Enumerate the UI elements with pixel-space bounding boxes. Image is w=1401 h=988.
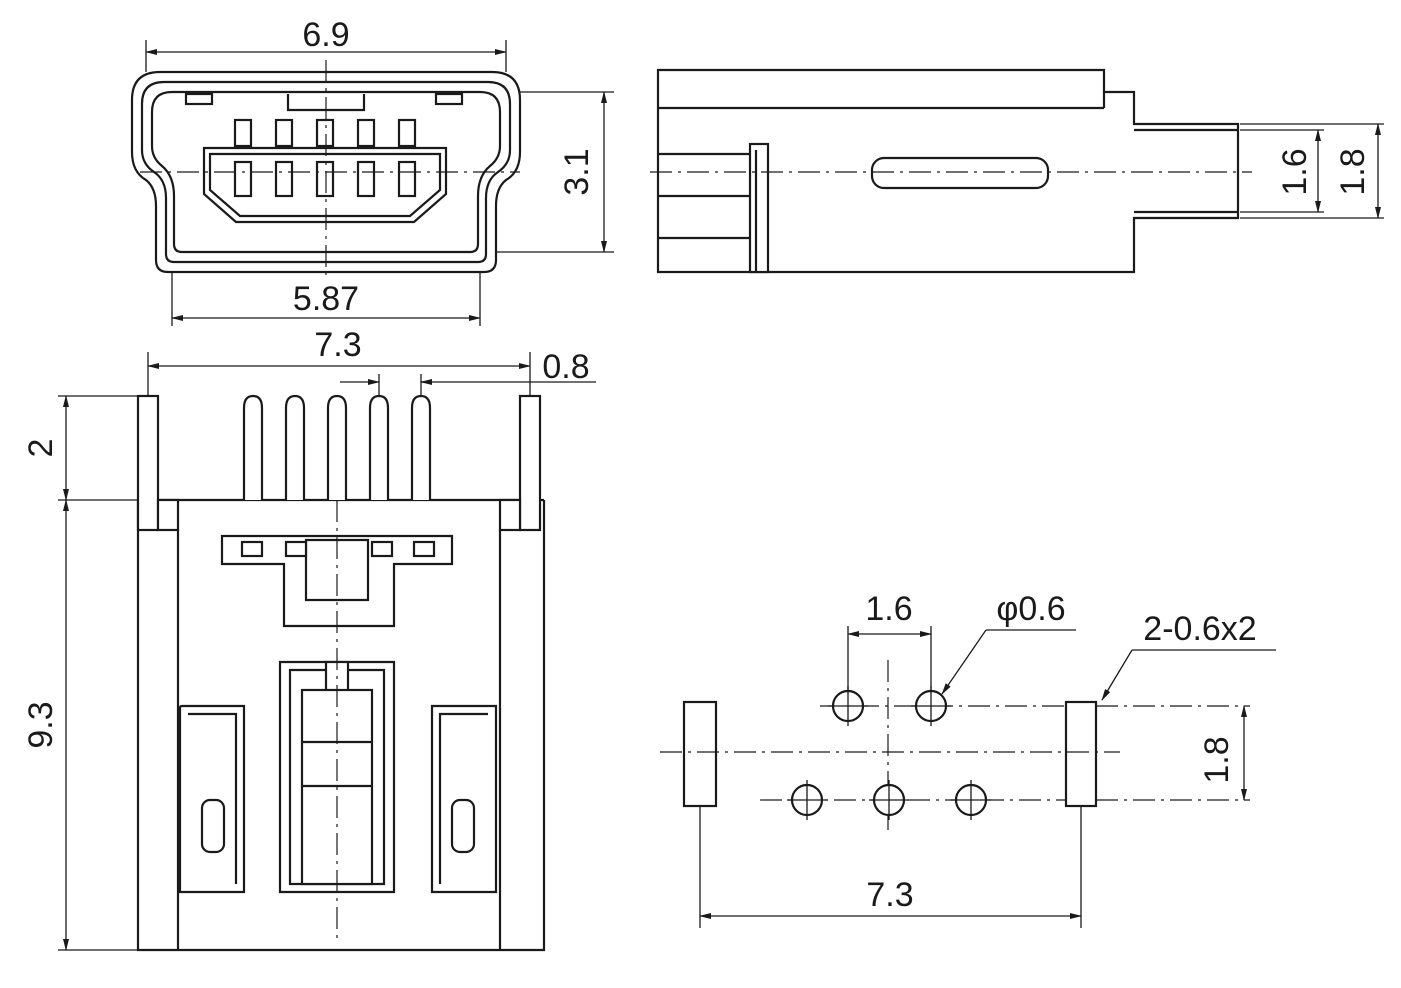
dim-row-spacing: 1.8: [1198, 736, 1236, 783]
top-view: 7.3 0.8 2 9.3: [22, 326, 596, 952]
footprint-view: 1.6 φ0.6 2-0.6x2 1.8 7.3: [660, 590, 1276, 928]
dim-side-tab-height: 1.8: [1334, 148, 1372, 195]
dim-hole-diameter: φ0.6: [996, 590, 1065, 628]
front-view: 6.9 5.87 3.1: [130, 16, 614, 326]
dim-front-height: 3.1: [558, 148, 596, 195]
dim-side-pin-thickness: 1.6: [1276, 148, 1314, 195]
dim-hole-pitch: 1.6: [865, 590, 912, 628]
side-view: 1.6 1.8: [650, 68, 1384, 274]
dim-body-length: 9.3: [22, 701, 60, 748]
dim-slot-span: 7.3: [866, 876, 913, 914]
dim-slot-size: 2-0.6x2: [1143, 610, 1256, 648]
dim-top-width: 7.3: [314, 326, 361, 364]
dim-pin-pitch: 0.8: [542, 348, 589, 386]
dim-front-inner-width: 5.87: [293, 280, 359, 318]
dim-pin-length: 2: [22, 439, 60, 458]
dim-front-width: 6.9: [302, 16, 349, 54]
